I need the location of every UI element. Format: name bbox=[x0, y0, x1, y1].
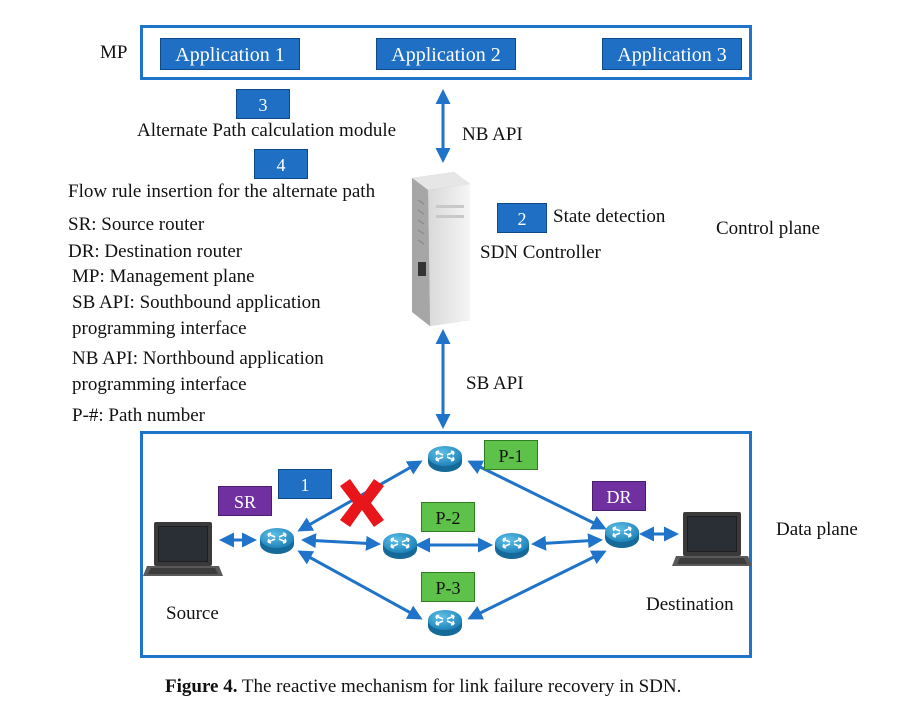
laptop-icon bbox=[672, 512, 752, 566]
step-3-badge: 3 bbox=[236, 89, 290, 119]
state-detection-label: State detection bbox=[553, 206, 666, 227]
nb-api-label: NB API bbox=[462, 124, 523, 145]
mp-label: MP bbox=[100, 42, 128, 63]
path-3-tag: P-3 bbox=[421, 572, 475, 602]
sr-tag: SR bbox=[218, 486, 272, 516]
caption-text: The reactive mechanism for link failure … bbox=[237, 676, 682, 697]
step-4-badge: 4 bbox=[254, 149, 308, 179]
legend-dr: DR: Destination router bbox=[68, 241, 243, 262]
control-plane-label: Control plane bbox=[716, 218, 820, 239]
router-icon bbox=[427, 609, 463, 637]
application-1-box: Application 1 bbox=[160, 38, 300, 70]
step-4-text: Flow rule insertion for the alternate pa… bbox=[68, 181, 376, 202]
path-2-tag: P-2 bbox=[421, 502, 475, 532]
step-3-text: Alternate Path calculation module bbox=[137, 120, 397, 141]
router-icon bbox=[427, 445, 463, 473]
sb-api-label: SB API bbox=[466, 373, 524, 394]
failure-x-icon bbox=[340, 479, 384, 527]
destination-label: Destination bbox=[646, 594, 734, 615]
laptop-icon bbox=[143, 522, 223, 576]
router-icon bbox=[259, 527, 295, 555]
caption-prefix: Figure 4. bbox=[165, 676, 238, 697]
data-plane-label: Data plane bbox=[776, 519, 858, 540]
step-2-badge: 2 bbox=[497, 203, 547, 233]
router-icon bbox=[382, 532, 418, 560]
legend-nb-api-line2: programming interface bbox=[72, 374, 247, 395]
legend-nb-api-line1: NB API: Northbound application bbox=[72, 348, 324, 369]
step-1-badge: 1 bbox=[278, 469, 332, 499]
router-icon bbox=[494, 532, 530, 560]
legend-sr: SR: Source router bbox=[68, 214, 205, 235]
application-3-box: Application 3 bbox=[602, 38, 742, 70]
legend-path-number: P-#: Path number bbox=[72, 405, 205, 426]
server-icon bbox=[412, 172, 470, 326]
figure-caption: Figure 4. The reactive mechanism for lin… bbox=[165, 676, 681, 698]
application-2-box: Application 2 bbox=[376, 38, 516, 70]
source-label: Source bbox=[166, 603, 219, 624]
legend-sb-api-line2: programming interface bbox=[72, 318, 247, 339]
legend-sb-api-line1: SB API: Southbound application bbox=[72, 292, 321, 313]
sdn-controller-label: SDN Controller bbox=[480, 242, 601, 263]
router-icon bbox=[604, 521, 640, 549]
legend-mp: MP: Management plane bbox=[72, 266, 255, 287]
path-1-tag: P-1 bbox=[484, 440, 538, 470]
dr-tag: DR bbox=[592, 481, 646, 511]
